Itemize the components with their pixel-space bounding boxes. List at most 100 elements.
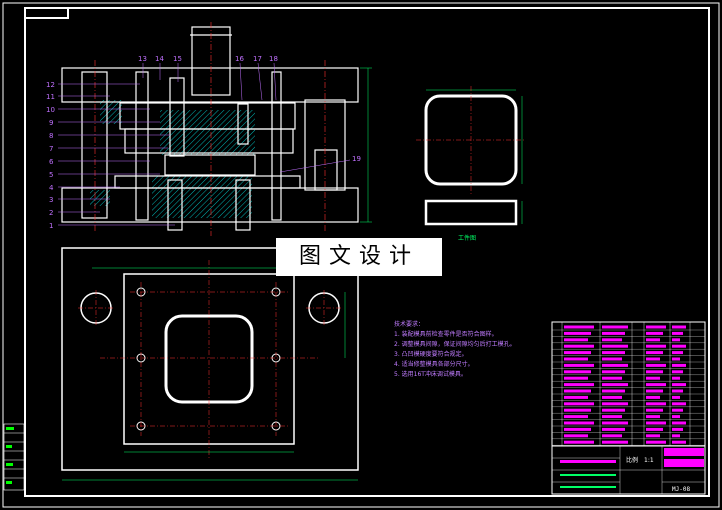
part-number: 2: [49, 209, 53, 217]
parts-list-cell: [646, 325, 666, 329]
parts-list-cell: [602, 402, 628, 406]
part-number: 18: [269, 55, 278, 63]
parts-list-cell: [564, 370, 591, 374]
parts-list-cell: [672, 351, 683, 355]
parts-list-cell: [564, 363, 594, 367]
parts-list-cell: [564, 421, 594, 425]
part-number: 3: [49, 196, 53, 204]
parts-list-cell: [564, 331, 591, 335]
parts-list-cell: [646, 344, 666, 348]
parts-list-cell: [672, 427, 683, 431]
part-number: 15: [173, 55, 182, 63]
parts-list-cell: [564, 402, 594, 406]
parts-list-cell: [672, 440, 686, 444]
parts-list-cell: [564, 395, 588, 399]
parts-list-cell: [564, 357, 588, 361]
scale-value: 1:1: [644, 457, 654, 464]
parts-list-cell: [646, 338, 660, 342]
parts-list-cell: [602, 363, 628, 367]
parts-list-cell: [646, 363, 666, 367]
parts-list-cell: [602, 325, 628, 329]
title-block: [551, 445, 706, 495]
technical-requirements: 技术要求： 1. 装配模具前检查零件是否符合图样。 2. 调整模具间隙，保证间隙…: [394, 320, 554, 380]
part-number: 6: [49, 158, 54, 166]
part-number-labels: 12 11 10 9 8 7 6 5 4 3 2 1 13 14 15 16 1…: [46, 55, 361, 230]
parts-list-cell: [602, 408, 625, 412]
parts-list-rows: [552, 325, 705, 446]
parts-list-cell: [564, 434, 588, 438]
drawing-number: MJ-08: [672, 486, 690, 493]
part-number: 5: [49, 171, 53, 179]
parts-list-cell: [602, 395, 622, 399]
parts-list-cell: [602, 338, 622, 342]
assembly-section-view: [58, 22, 372, 236]
parts-list-cell: [646, 331, 663, 335]
parts-list-cell: [672, 357, 680, 361]
workpiece-caption: 工件图: [458, 234, 476, 242]
parts-list-cell: [602, 440, 628, 444]
part-number: 9: [49, 119, 53, 127]
part-number: 14: [155, 55, 164, 63]
parts-list-cell: [564, 415, 588, 419]
parts-list-cell: [646, 376, 660, 380]
parts-list-cell: [602, 357, 622, 361]
parts-list-cell: [672, 370, 683, 374]
parts-list-cell: [602, 351, 625, 355]
part-number: 16: [235, 55, 244, 63]
parts-list-cell: [602, 434, 622, 438]
parts-list-cell: [564, 338, 588, 342]
parts-list-cell: [564, 351, 591, 355]
parts-list-cell: [672, 363, 686, 367]
part-number: 7: [49, 145, 53, 153]
parts-list-cell: [646, 440, 666, 444]
part-number: 4: [49, 184, 54, 192]
parts-list-cell: [564, 389, 591, 393]
parts-list-cell: [564, 427, 591, 431]
parts-list-cell: [646, 383, 666, 387]
note-line: 3. 凸凹模硬度要符合规定。: [394, 351, 468, 358]
parts-list-cell: [646, 421, 666, 425]
parts-list-cell: [672, 434, 680, 438]
parts-list-cell: [646, 408, 663, 412]
parts-list-cell: [602, 415, 622, 419]
binding-strip: [3, 423, 25, 491]
parts-list-cell: [672, 408, 683, 412]
parts-list-cell: [646, 402, 666, 406]
parts-list-cell: [672, 344, 686, 348]
parts-list-cell: [602, 376, 622, 380]
parts-list-cell: [602, 383, 628, 387]
parts-list-cell: [672, 389, 683, 393]
parts-list-cell: [602, 344, 628, 348]
part-number: 17: [253, 55, 262, 63]
parts-list-cell: [672, 331, 683, 335]
parts-list-cell: [564, 325, 594, 329]
parts-list-cell: [672, 376, 680, 380]
watermark-label: 图文设计: [276, 238, 442, 276]
part-number: 8: [49, 132, 53, 140]
parts-list-cell: [646, 370, 663, 374]
parts-list-cell: [672, 402, 686, 406]
parts-list-cell: [602, 389, 625, 393]
note-line: 1. 装配模具前检查零件是否符合图样。: [394, 331, 498, 338]
part-number: 11: [46, 93, 55, 101]
parts-list-cell: [672, 383, 686, 387]
parts-list-cell: [646, 415, 660, 419]
parts-list-cell: [602, 331, 625, 335]
parts-list-cell: [646, 389, 663, 393]
parts-list-cell: [672, 415, 680, 419]
parts-list-cell: [602, 427, 625, 431]
note-line: 2. 调整模具间隙，保证间隙均匀后打工模孔。: [394, 341, 516, 348]
parts-list-cell: [646, 434, 660, 438]
parts-list-cell: [646, 427, 663, 431]
parts-list-cell: [672, 338, 680, 342]
parts-list-cell: [646, 357, 660, 361]
note-line: 4. 适当修整模具各部分尺寸。: [394, 361, 474, 368]
part-number: 1: [49, 222, 53, 230]
parts-list-cell: [672, 421, 686, 425]
parts-list-cell: [646, 351, 663, 355]
part-number: 19: [352, 155, 361, 163]
parts-list-cell: [672, 325, 686, 329]
workpiece-view: [416, 86, 526, 226]
